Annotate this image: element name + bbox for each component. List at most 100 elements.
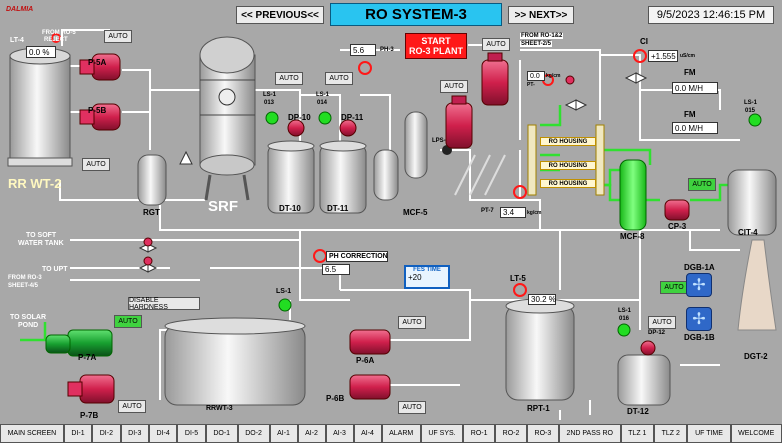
datetime-display: 9/5/2023 12:46:15 PM: [648, 6, 774, 24]
ls1-013-num: 013: [264, 100, 275, 106]
ls1-014-num: 014: [317, 100, 328, 106]
fm2-value: 0.0 M/H: [672, 122, 718, 134]
previous-button[interactable]: << PREVIOUS<<: [236, 6, 324, 24]
auto-button-p6a[interactable]: AUTO: [398, 316, 426, 329]
ls1-015-num: 015: [745, 108, 756, 114]
auto-button-hp1[interactable]: AUTO: [440, 80, 468, 93]
reject-label: REJECT: [44, 37, 68, 43]
dp12-label: DP-12: [648, 330, 666, 336]
auto-button-p6b[interactable]: AUTO: [398, 401, 426, 414]
fes-time-value[interactable]: +20: [408, 273, 422, 282]
rpt1-label: RPT-1: [527, 404, 550, 413]
nav-ai3[interactable]: AI-3: [325, 424, 354, 443]
ls1-016-label: LS-1: [618, 308, 632, 314]
fan-icon-dgb1a[interactable]: ✢: [686, 273, 712, 297]
nav-tlz2[interactable]: TLZ 2: [654, 424, 688, 443]
water-tank-label: WATER TANK: [18, 240, 64, 247]
auto-button-dp11[interactable]: AUTO: [325, 72, 353, 85]
dp10-label: DP-10: [288, 113, 311, 122]
to-solar-label: TO SOLAR: [10, 314, 47, 321]
nav-ro2[interactable]: RO-2: [495, 424, 527, 443]
lt4-value: 0.0 %: [26, 46, 56, 58]
nav-di1[interactable]: DI-1: [63, 424, 93, 443]
auto-button-dp12[interactable]: AUTO: [648, 316, 676, 329]
nav-do1[interactable]: DO-1: [205, 424, 238, 443]
to-soft-label: TO SOFT: [26, 232, 57, 239]
nav-ro1[interactable]: RO-1: [463, 424, 496, 443]
lt4-label: LT-4: [10, 37, 24, 44]
nav-uf-time[interactable]: UF TIME: [687, 424, 731, 443]
dt12-label: DT-12: [627, 407, 649, 416]
footer-nav: MAIN SCREEN DI-1 DI-2 DI-3 DI-4 DI-5 DO-…: [0, 424, 782, 443]
auto-button-p7a[interactable]: AUTO: [114, 315, 142, 328]
p6a-label: P-6A: [356, 356, 375, 365]
nav-main-screen[interactable]: MAIN SCREEN: [0, 424, 64, 443]
auto-button-p7b[interactable]: AUTO: [118, 400, 146, 413]
nav-welcome[interactable]: WELCOME: [730, 424, 782, 443]
p6b-label: P-6B: [326, 394, 345, 403]
nav-di2[interactable]: DI-2: [92, 424, 121, 443]
nav-ro3[interactable]: RO-3: [526, 424, 559, 443]
lt5-value: 30.2 %: [528, 294, 556, 305]
nav-ai4[interactable]: AI-4: [353, 424, 382, 443]
ph3-value: 5.6: [350, 44, 376, 56]
dt11-label: DT-11: [327, 204, 349, 213]
auto-button-cp3[interactable]: AUTO: [688, 178, 716, 191]
cp3-label: CP-3: [668, 222, 687, 231]
pond-label: POND: [18, 322, 39, 329]
nav-di3[interactable]: DI-3: [120, 424, 149, 443]
lt5-label: LT-5: [510, 274, 526, 283]
nav-uf-sys[interactable]: UF SYS.: [420, 424, 464, 443]
disable-hardness-button[interactable]: DISABLE HARDNESS: [128, 297, 200, 311]
auto-button-p5a[interactable]: AUTO: [104, 30, 132, 43]
logo: DALMIA: [6, 6, 34, 13]
from-ro5-label: FROM RO-5: [42, 30, 76, 36]
from-ro12-label: FROM RO-1&2: [520, 33, 564, 39]
nav-di5[interactable]: DI-5: [177, 424, 206, 443]
lps-label: LPS-: [432, 138, 446, 144]
auto-button-hp2[interactable]: AUTO: [482, 38, 510, 51]
fan-icon-dgb1b[interactable]: ✢: [686, 307, 712, 331]
fm1-value: 0.0 M/H: [672, 82, 718, 94]
ls1-015-label: LS-1: [744, 100, 758, 106]
ph3-label: PH-3: [380, 47, 394, 53]
from-ro3-label: FROM RO-3: [8, 275, 42, 281]
pt-top-value: 0.0: [527, 71, 545, 81]
sheet25-label: SHEET-2/5: [520, 41, 553, 47]
nav-alarm[interactable]: ALARM: [381, 424, 421, 443]
nav-do2[interactable]: DO-2: [237, 424, 270, 443]
rgt-label: RGT: [143, 208, 160, 217]
nav-ai2[interactable]: AI-2: [297, 424, 326, 443]
dgt2-label: DGT-2: [744, 352, 768, 361]
process-diagram: [7, 29, 777, 420]
fm1-label: FM: [684, 68, 696, 77]
start-plant-label: RO-3 PLANT: [409, 46, 463, 56]
next-button[interactable]: >> NEXT>>: [508, 6, 574, 24]
p5a-label: P-5A: [88, 58, 107, 67]
pt7-value: 3.4: [500, 207, 526, 218]
ci-label: CI: [640, 37, 648, 46]
pt-top-unit: kg/cm: [546, 73, 561, 79]
p7b-label: P-7B: [80, 411, 99, 420]
ro-housing-1: RO HOUSING: [540, 137, 596, 146]
dgb1b-label: DGB-1B: [684, 333, 715, 342]
auto-button-dgb1a[interactable]: AUTO: [660, 281, 688, 294]
ci-value: +1.555: [648, 50, 678, 62]
mcf8-label: MCF-8: [620, 232, 645, 241]
pt-top-label: PT-: [527, 82, 535, 88]
ci-unit: uS/cm: [680, 53, 696, 59]
auto-button-p5b[interactable]: AUTO: [82, 158, 110, 171]
auto-button-dp10[interactable]: AUTO: [275, 72, 303, 85]
fm2-label: FM: [684, 110, 696, 119]
start-ro3-button[interactable]: START RO-3 PLANT: [405, 33, 467, 59]
rrwt2-label: RR WT-2: [8, 176, 62, 191]
nav-2nd-pass-ro[interactable]: 2ND PASS RO: [558, 424, 621, 443]
nav-di4[interactable]: DI-4: [148, 424, 178, 443]
nav-ai1[interactable]: AI-1: [269, 424, 298, 443]
ph-correction-value: 6.5: [322, 264, 350, 275]
nav-tlz1[interactable]: TLZ 1: [620, 424, 655, 443]
start-label: START: [421, 36, 451, 46]
p5b-label: P-5B: [88, 106, 107, 115]
dgb1a-label: DGB-1A: [684, 263, 715, 272]
fes-time-label: FES TIME: [413, 267, 441, 273]
